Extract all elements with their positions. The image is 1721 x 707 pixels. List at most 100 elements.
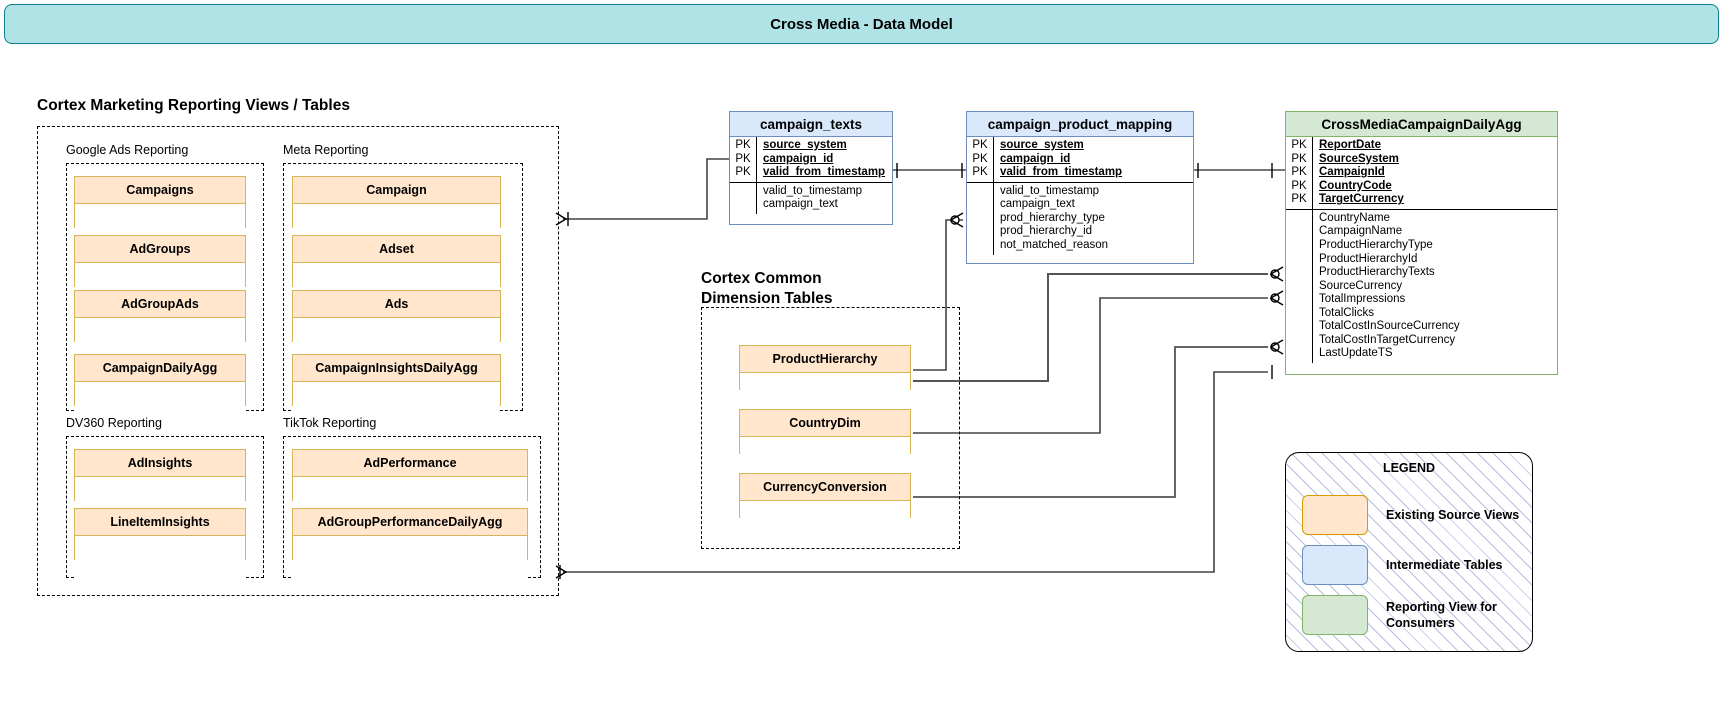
entity-key-section: PK PK PK source_system campaign_id valid…: [967, 137, 1193, 183]
dim-table-countrydim[interactable]: CountryDim: [739, 409, 911, 480]
pk-marker: PK: [735, 139, 751, 151]
source-table-ads[interactable]: Ads: [292, 290, 501, 368]
legend-panel: LEGEND Existing Source Views Intermediat…: [1285, 452, 1533, 652]
group-label-tiktok: TikTok Reporting: [283, 416, 377, 430]
key-field: source_system: [1000, 139, 1084, 151]
key-field: ReportDate: [1319, 139, 1381, 151]
legend-swatch-green: [1302, 595, 1368, 635]
entity-key-markers: PK PK PK PK PK: [1286, 137, 1313, 209]
source-table-lineiteminsights[interactable]: LineItemInsights: [74, 508, 246, 586]
source-table-body: [75, 382, 245, 432]
dim-table-body: [740, 373, 910, 416]
entity-attr-fields: valid_to_timestamp campaign_text: [757, 183, 892, 214]
source-table-adinsights[interactable]: AdInsights: [74, 449, 246, 527]
pk-marker: PK: [972, 166, 988, 179]
entity-crossmedia-campaign-daily-agg[interactable]: CrossMediaCampaignDailyAgg PK PK PK PK P…: [1285, 111, 1558, 375]
pk-marker: PK: [1291, 152, 1307, 165]
attr-field: valid_to_timestamp: [763, 184, 863, 197]
source-table-title: AdGroupAds: [75, 291, 245, 318]
key-field: campaign_id: [1000, 152, 1071, 165]
attr-field: campaign_text: [763, 198, 838, 211]
source-table-title: AdGroupPerformanceDailyAgg: [293, 509, 527, 536]
key-field: CampaignId: [1319, 166, 1385, 179]
entity-key-fields: ReportDate SourceSystem CampaignId Count…: [1313, 137, 1557, 209]
source-table-title: Campaigns: [75, 177, 245, 204]
source-table-title: CampaignDailyAgg: [75, 355, 245, 382]
legend-label: Existing Source Views: [1386, 508, 1520, 522]
entity-campaign-product-mapping[interactable]: campaign_product_mapping PK PK PK source…: [966, 111, 1194, 264]
source-table-title: LineItemInsights: [75, 509, 245, 536]
key-field: CountryCode: [1319, 179, 1392, 192]
legend-label: Reporting View for Consumers: [1386, 600, 1497, 630]
source-table-campaigndailyagg[interactable]: CampaignDailyAgg: [74, 354, 246, 432]
entity-attr-fields: CountryName CampaignName ProductHierarch…: [1313, 210, 1557, 363]
entity-attr-section: CountryName CampaignName ProductHierarch…: [1286, 209, 1557, 363]
source-table-adgroupads[interactable]: AdGroupAds: [74, 290, 246, 368]
key-field: TargetCurrency: [1319, 193, 1404, 206]
dim-table-producthierarchy[interactable]: ProductHierarchy: [739, 345, 911, 416]
source-table-adgroupperformancedailyagg[interactable]: AdGroupPerformanceDailyAgg: [292, 508, 528, 586]
legend-item-reporting-view: Reporting View for Consumers: [1302, 595, 1497, 635]
dim-table-body: [740, 437, 910, 480]
attr-field: TotalImpressions: [1319, 293, 1406, 306]
entity-rows: PK PK PK source_system campaign_id valid…: [967, 137, 1193, 255]
entity-attr-markers: [730, 182, 757, 214]
key-field: valid_from_timestamp: [1000, 166, 1123, 179]
attr-field: prod_hierarchy_type: [1000, 211, 1105, 224]
entity-attr-markers: [1286, 209, 1313, 363]
pk-marker: PK: [1291, 166, 1307, 179]
legend-item-existing-source-views: Existing Source Views: [1302, 495, 1519, 535]
attr-field: not_matched_reason: [1000, 238, 1109, 251]
source-table-adgroups[interactable]: AdGroups: [74, 235, 246, 313]
legend-item-intermediate-tables: Intermediate Tables: [1302, 545, 1502, 585]
dimension-tables-container: [701, 307, 960, 549]
legend-swatch-blue: [1302, 545, 1368, 585]
marketing-reporting-container: [37, 126, 559, 596]
key-field: valid_from_timestamp: [763, 166, 886, 179]
dim-table-body: [740, 501, 910, 544]
source-table-title: Campaign: [293, 177, 500, 204]
source-table-title: AdGroups: [75, 236, 245, 263]
attr-field: SourceCurrency: [1319, 279, 1403, 292]
source-table-campaigninsightsdailyagg[interactable]: CampaignInsightsDailyAgg: [292, 354, 501, 432]
entity-attr-section: valid_to_timestamp campaign_text: [730, 182, 892, 214]
entity-title: campaign_product_mapping: [967, 112, 1193, 137]
pk-marker: PK: [1291, 179, 1307, 192]
source-table-campaigns[interactable]: Campaigns: [74, 176, 246, 254]
source-table-body: [75, 536, 245, 586]
attr-field: TotalCostInTargetCurrency: [1319, 333, 1456, 346]
source-table-adset[interactable]: Adset: [292, 235, 501, 313]
entity-title: CrossMediaCampaignDailyAgg: [1286, 112, 1557, 137]
entity-attr-section: valid_to_timestamp campaign_text prod_hi…: [967, 182, 1193, 255]
entity-key-fields: source_system campaign_id valid_from_tim…: [757, 137, 892, 182]
pk-marker: PK: [1291, 193, 1307, 206]
attr-field: ProductHierarchyTexts: [1319, 266, 1435, 279]
dimension-group-heading: Cortex Common Dimension Tables: [701, 270, 833, 307]
source-table-title: Ads: [293, 291, 500, 318]
attr-field: ProductHierarchyType: [1319, 238, 1433, 251]
source-table-title: AdPerformance: [293, 450, 527, 477]
attr-field: TotalClicks: [1319, 306, 1374, 319]
legend-swatch-orange: [1302, 495, 1368, 535]
attr-field: valid_to_timestamp: [1000, 184, 1100, 197]
legend-label: Intermediate Tables: [1386, 558, 1503, 572]
diagram-title-banner: Cross Media - Data Model: [4, 4, 1719, 44]
attr-field: TotalCostInSourceCurrency: [1319, 320, 1460, 333]
entity-key-fields: source_system campaign_id valid_from_tim…: [994, 137, 1193, 182]
pk-marker: PK: [735, 152, 751, 165]
entity-campaign-texts[interactable]: campaign_texts PK PK PK source_system ca…: [729, 111, 893, 225]
attr-field: campaign_text: [1000, 198, 1075, 211]
group-label-dv360: DV360 Reporting: [66, 416, 162, 430]
entity-key-section: PK PK PK source_system campaign_id valid…: [730, 137, 892, 183]
attr-field: ProductHierarchyId: [1319, 252, 1418, 265]
left-group-heading: Cortex Marketing Reporting Views / Table…: [37, 97, 350, 114]
group-label-meta: Meta Reporting: [283, 143, 369, 157]
source-table-adperformance[interactable]: AdPerformance: [292, 449, 528, 527]
key-field: SourceSystem: [1319, 152, 1399, 165]
key-field: source_system: [763, 139, 847, 151]
source-table-campaign[interactable]: Campaign: [292, 176, 501, 254]
source-table-title: CampaignInsightsDailyAgg: [293, 355, 500, 382]
dim-table-currencyconversion[interactable]: CurrencyConversion: [739, 473, 911, 544]
entity-attr-markers: [967, 182, 994, 255]
